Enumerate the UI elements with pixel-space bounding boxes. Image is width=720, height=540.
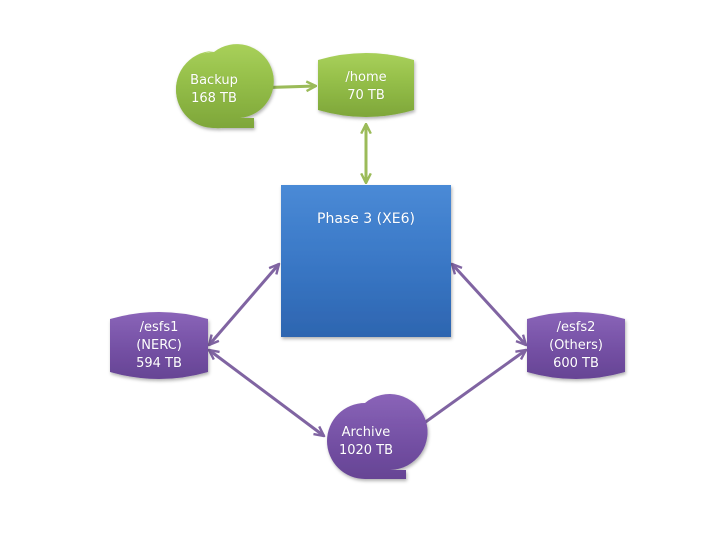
backup-capacity: 168 TB (191, 91, 237, 106)
node-home (318, 53, 414, 117)
edge-esfs1-phase3 (209, 264, 279, 345)
edge-esfs1-archive (209, 350, 324, 436)
home-capacity: 70 TB (347, 88, 385, 103)
phase3-name: Phase 3 (XE6) (317, 211, 415, 227)
node-backup (176, 44, 274, 129)
home-name: /home (345, 70, 387, 85)
label-esfs1: /esfs1 (NERC) 594 TB (136, 319, 182, 373)
esfs1-name: /esfs1 (139, 320, 179, 335)
backup-name: Backup (190, 73, 238, 88)
esfs2-owner: (Others) (549, 338, 603, 353)
node-archive (327, 394, 428, 479)
label-esfs2: /esfs2 (Others) 600 TB (549, 319, 603, 373)
node-esfs2 (527, 312, 625, 379)
esfs1-capacity: 594 TB (136, 356, 182, 371)
esfs2-name: /esfs2 (556, 320, 596, 335)
node-phase3 (281, 185, 451, 337)
archive-capacity: 1020 TB (338, 443, 394, 458)
node-esfs1 (110, 312, 208, 379)
archive-name: Archive (341, 425, 391, 440)
esfs2-capacity: 600 TB (553, 356, 599, 371)
edge-esfs2-phase3 (452, 264, 526, 345)
label-home: /home 70 TB (345, 69, 386, 105)
label-phase3: Phase 3 (XE6) (317, 210, 415, 228)
label-archive: Archive 1020 TB (339, 424, 393, 460)
esfs1-owner: (NERC) (136, 338, 182, 353)
label-backup: Backup 168 TB (190, 72, 238, 108)
